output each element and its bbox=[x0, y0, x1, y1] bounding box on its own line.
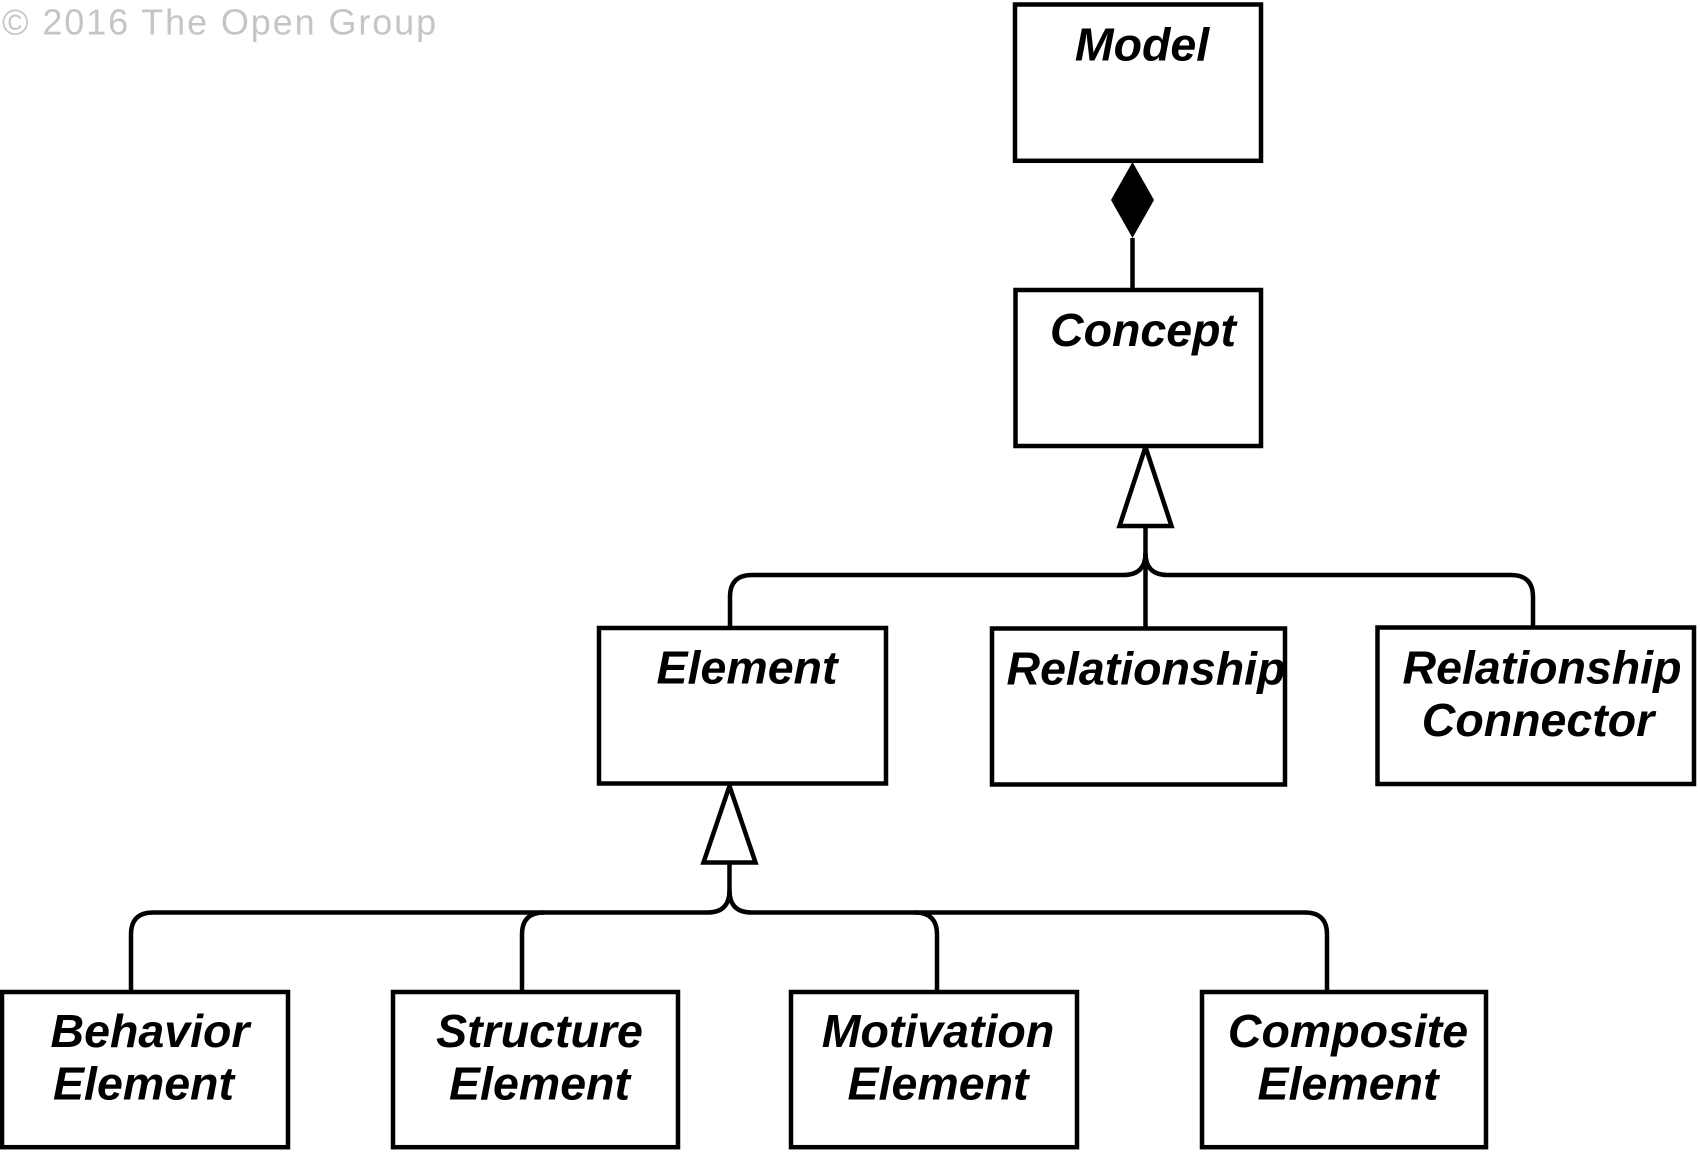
svg-text:Composite: Composite bbox=[1228, 1005, 1468, 1057]
svg-text:Relationship: Relationship bbox=[1402, 642, 1681, 694]
svg-text:© 2016 The Open Group: © 2016 The Open Group bbox=[2, 2, 438, 43]
svg-text:Connector: Connector bbox=[1422, 694, 1657, 746]
svg-text:Element: Element bbox=[1258, 1058, 1441, 1110]
svg-text:Model: Model bbox=[1075, 19, 1210, 71]
svg-text:Concept: Concept bbox=[1050, 304, 1239, 356]
svg-text:Element: Element bbox=[449, 1058, 632, 1110]
svg-text:Behavior: Behavior bbox=[51, 1005, 253, 1057]
svg-text:Element: Element bbox=[657, 642, 840, 694]
svg-text:Motivation: Motivation bbox=[822, 1005, 1054, 1057]
svg-text:Relationship: Relationship bbox=[1006, 643, 1285, 695]
svg-text:Structure: Structure bbox=[436, 1005, 643, 1057]
svg-text:Element: Element bbox=[53, 1058, 236, 1110]
svg-text:Element: Element bbox=[848, 1058, 1031, 1110]
